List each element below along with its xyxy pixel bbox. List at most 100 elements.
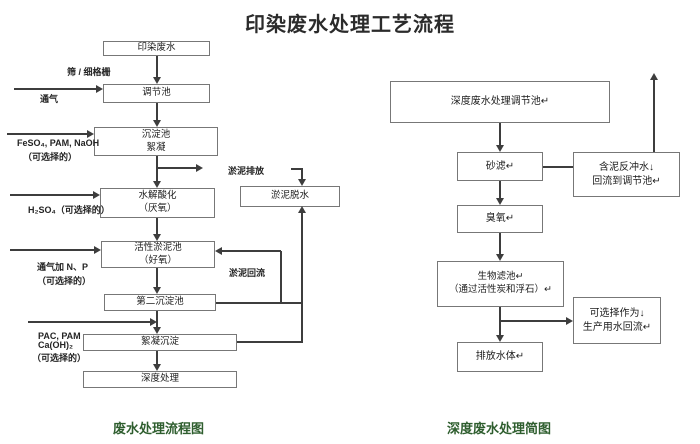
sludge-discharge-line bbox=[157, 167, 196, 169]
node-label: 可选择作为↓ bbox=[589, 308, 645, 319]
node-advanced-treatment: 深度处理 bbox=[83, 371, 237, 388]
node-label: 沉淀池 bbox=[141, 128, 171, 140]
flow-line bbox=[156, 268, 158, 287]
label-np-optional: （可选择的） bbox=[37, 276, 92, 286]
node-label: 淤泥脱水 bbox=[270, 190, 309, 202]
arrowhead-down-icon bbox=[496, 145, 504, 152]
node-label: （好氧） bbox=[138, 254, 177, 266]
node-label: 深度处理 bbox=[140, 373, 179, 385]
arrowhead-right-icon bbox=[87, 130, 94, 138]
node-label: 砂滤↵ bbox=[485, 160, 515, 172]
arrowhead-right-icon bbox=[566, 317, 573, 325]
label-sludge-discharge: 淤泥排放 bbox=[228, 166, 265, 176]
label-feso4: FeSO₄, PAM, NaOH bbox=[17, 138, 100, 148]
arrowhead-down-icon bbox=[153, 364, 161, 371]
flow-line bbox=[499, 181, 501, 198]
arrowhead-right-icon bbox=[196, 164, 203, 172]
node-sand-filter: 砂滤↵ bbox=[457, 152, 543, 181]
sludge-discharge-corner bbox=[301, 168, 303, 179]
node-optional-reuse: 可选择作为↓ 生产用水回流↵ bbox=[573, 297, 661, 344]
node-ozone: 臭氧↵ bbox=[457, 205, 543, 233]
arrowhead-down-icon bbox=[496, 335, 504, 342]
sludge-collect-line bbox=[237, 341, 303, 343]
label-caoh2: Ca(OH)₂ bbox=[38, 340, 73, 350]
label-pac-optional: （可选择的） bbox=[32, 353, 87, 363]
input-line-np bbox=[10, 249, 94, 251]
sludge-collect-line bbox=[216, 302, 303, 304]
node-label: （通过活性炭和浮石）↵ bbox=[449, 284, 552, 295]
node-label: 絮凝 bbox=[146, 141, 166, 153]
label-h2so4: H₂SO₄（可选择的） bbox=[28, 205, 110, 215]
arrowhead-right-icon bbox=[150, 318, 157, 326]
arrowhead-down-icon bbox=[153, 120, 161, 127]
node-label: 水解酸化 bbox=[138, 190, 177, 202]
arrowhead-down-icon bbox=[496, 198, 504, 205]
flow-line bbox=[499, 123, 501, 145]
node-biological-filter: 生物滤池↵ （通过活性炭和浮石）↵ bbox=[437, 261, 564, 307]
arrowhead-down-icon bbox=[298, 179, 306, 186]
node-label: 絮凝沉淀 bbox=[140, 336, 179, 348]
node-activated-sludge-tank: 活性淤泥池 （好氧） bbox=[101, 241, 215, 268]
arrowhead-up-icon bbox=[650, 73, 658, 80]
backwash-return-line bbox=[653, 80, 655, 152]
arrowhead-down-icon bbox=[496, 254, 504, 261]
label-sludge-return: 淤泥回流 bbox=[229, 268, 266, 278]
input-line-pac bbox=[28, 321, 150, 323]
flow-line bbox=[156, 351, 158, 364]
node-label: 回流到调节池↵ bbox=[592, 175, 661, 187]
node-label: 活性淤泥池 bbox=[134, 241, 182, 253]
node-label: 第二沉淀池 bbox=[136, 296, 184, 308]
node-advanced-regulating-tank: 深度废水处理调节池↵ bbox=[390, 81, 610, 123]
node-sludge-dewatering: 淤泥脱水 bbox=[240, 186, 340, 207]
node-backwash-return: 含泥反冲水↓ 回流到调节池↵ bbox=[573, 152, 680, 197]
arrowhead-up-icon bbox=[298, 206, 306, 213]
label-aeration: 通气 bbox=[40, 94, 59, 104]
label-pac: PAC, PAM bbox=[38, 331, 81, 341]
node-label: 生产用水回流↵ bbox=[582, 321, 652, 333]
arrowhead-down-icon bbox=[153, 234, 161, 241]
arrowhead-right-icon bbox=[96, 85, 103, 93]
page-title: 印染废水处理工艺流程 bbox=[245, 14, 455, 36]
node-label: 印染废水 bbox=[137, 42, 176, 54]
label-feso4-optional: （可选择的） bbox=[23, 152, 78, 162]
backwash-link-line bbox=[543, 166, 573, 168]
input-line-feso4 bbox=[7, 133, 87, 135]
arrowhead-right-icon bbox=[94, 246, 101, 254]
node-printing-wastewater: 印染废水 bbox=[103, 41, 210, 56]
left-chart-caption: 废水处理流程图 bbox=[113, 421, 205, 436]
sludge-discharge-corner bbox=[291, 168, 303, 170]
right-chart-caption: 深度废水处理简图 bbox=[447, 421, 552, 436]
flow-line bbox=[156, 218, 158, 234]
arrowhead-right-icon bbox=[93, 191, 100, 199]
reuse-branch-line bbox=[500, 320, 566, 322]
node-discharge-water: 排放水体↵ bbox=[457, 342, 543, 372]
node-label: 排放水体↵ bbox=[475, 351, 525, 363]
node-label: 生物滤池↵ bbox=[477, 271, 524, 283]
flow-line bbox=[156, 103, 158, 120]
node-regulating-tank: 调节池 bbox=[103, 84, 210, 103]
arrowhead-down-icon bbox=[153, 77, 161, 84]
node-label: 含泥反冲水↓ bbox=[599, 162, 654, 173]
input-line-h2so4 bbox=[10, 194, 93, 196]
sludge-return-line bbox=[280, 251, 282, 304]
label-screen: 筛 / 细格栅 bbox=[67, 67, 111, 77]
node-label: 深度废水处理调节池↵ bbox=[450, 96, 550, 108]
arrowhead-down-icon bbox=[153, 181, 161, 188]
flow-line bbox=[156, 311, 158, 327]
node-secondary-sedimentation-tank: 第二沉淀池 bbox=[104, 294, 216, 311]
input-line-aeration bbox=[14, 88, 96, 90]
arrowhead-left-icon bbox=[215, 247, 222, 255]
flow-line bbox=[499, 233, 501, 254]
label-aeration-np: 通气加 N、P bbox=[37, 262, 89, 272]
node-flocculation-sedimentation: 絮凝沉淀 bbox=[83, 334, 237, 351]
node-sedimentation-tank: 沉淀池 絮凝 bbox=[94, 127, 218, 156]
node-hydrolysis-acidification: 水解酸化 （厌氧） bbox=[100, 188, 215, 218]
flow-line bbox=[156, 56, 158, 77]
arrowhead-down-icon bbox=[153, 327, 161, 334]
node-label: 臭氧↵ bbox=[485, 213, 515, 225]
arrowhead-down-icon bbox=[153, 287, 161, 294]
node-label: （厌氧） bbox=[138, 203, 177, 214]
sludge-collect-line bbox=[301, 213, 303, 343]
node-label: 调节池 bbox=[142, 87, 171, 99]
